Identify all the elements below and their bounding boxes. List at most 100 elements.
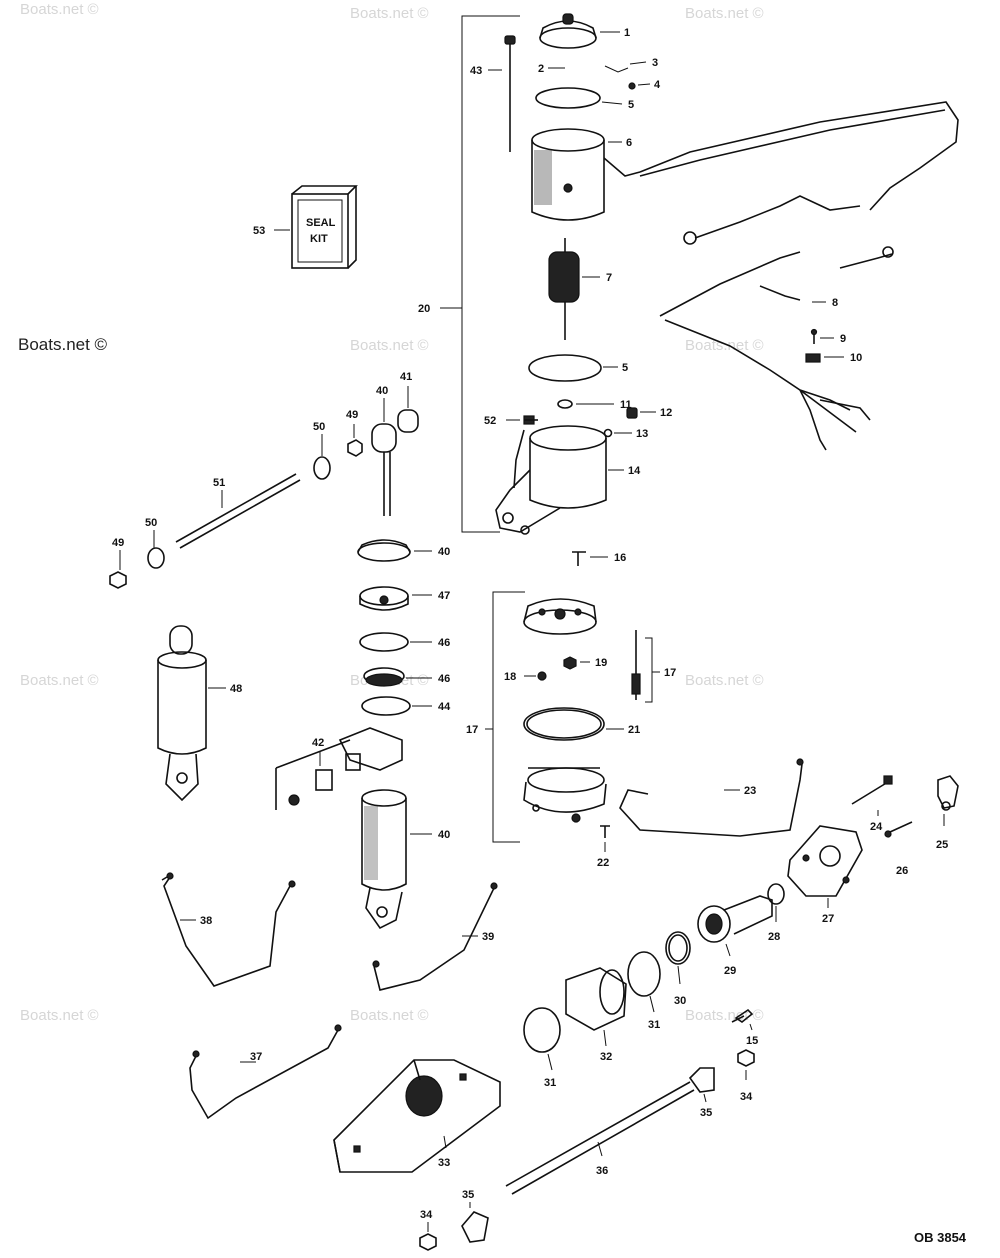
callout-18: 18 — [504, 671, 516, 683]
part-42-bracket: 42 — [275, 727, 403, 810]
callout-5b: 5 — [622, 362, 628, 374]
part-1-end-cap: 1 — [539, 13, 630, 49]
tubes-37-38-39: 38 39 37 — [161, 872, 498, 1120]
watermark: Boats.net © — [20, 1, 99, 18]
callout-40b: 40 — [438, 546, 450, 558]
callout-12: 12 — [660, 407, 672, 419]
callout-52: 52 — [484, 415, 496, 427]
watermark: Boats.net © — [685, 337, 764, 354]
callout-29: 29 — [724, 965, 736, 977]
watermark: Boats.net © — [685, 672, 764, 689]
seal-kit-line1: SEAL — [306, 217, 336, 229]
callout-49b: 49 — [112, 537, 124, 549]
callout-35b: 35 — [462, 1189, 474, 1201]
bracket-20: 20 — [418, 15, 520, 533]
callout-10: 10 — [850, 352, 862, 364]
parts-40-47-46-44-stack: 40 47 46 46 44 — [357, 539, 451, 716]
callout-46b: 46 — [438, 673, 450, 685]
callout-28: 28 — [768, 931, 780, 943]
bracket-17: 17 — [466, 591, 525, 843]
callout-3: 3 — [652, 57, 658, 69]
callout-14: 14 — [628, 465, 641, 477]
callout-2: 2 — [538, 63, 544, 75]
parts-11-13: 11 12 13 — [557, 399, 672, 440]
parts-15-34-35-right: 15 34 35 — [688, 1008, 758, 1119]
callout-40c: 40 — [438, 829, 450, 841]
parts-30-32-seals: 30 31 32 31 — [523, 931, 691, 1089]
part-43-through-bolt: 43 — [470, 35, 516, 152]
drawing-code: OB 3854 — [914, 1230, 967, 1245]
callout-35a: 35 — [700, 1107, 712, 1119]
part-48-cylinder: 48 — [157, 625, 242, 802]
part-33-housing: 33 — [333, 1059, 501, 1173]
callout-31b: 31 — [544, 1077, 556, 1089]
callout-51: 51 — [213, 477, 225, 489]
callout-9: 9 — [840, 333, 846, 345]
part-29-piston: 29 — [697, 895, 773, 977]
callout-7: 7 — [606, 272, 612, 284]
watermark: Boats.net © — [685, 5, 764, 22]
callout-46a: 46 — [438, 637, 450, 649]
watermark: Boats.net © — [20, 1007, 99, 1024]
callout-4: 4 — [654, 79, 661, 91]
callout-26: 26 — [896, 865, 908, 877]
callout-50b: 50 — [145, 517, 157, 529]
callout-40a: 40 — [376, 385, 388, 397]
part-7-armature: 7 — [548, 238, 612, 340]
callout-33: 33 — [438, 1157, 450, 1169]
callout-6: 6 — [626, 137, 632, 149]
callout-27: 27 — [822, 913, 834, 925]
callout-43: 43 — [470, 65, 482, 77]
callout-8: 8 — [832, 297, 838, 309]
watermark-layer: Boats.net © Boats.net © Boats.net © Boat… — [18, 1, 764, 1024]
callout-34b: 34 — [420, 1209, 433, 1221]
callout-31a: 31 — [648, 1019, 660, 1031]
parts-9-10: 9 10 — [805, 328, 862, 364]
callout-30: 30 — [674, 995, 686, 1007]
callout-25: 25 — [936, 839, 948, 851]
wiring-harness: 8 — [639, 101, 959, 451]
part-16: 16 — [572, 551, 626, 566]
callout-15: 15 — [746, 1035, 758, 1047]
callout-36: 36 — [596, 1165, 608, 1177]
callout-49a: 49 — [346, 409, 358, 421]
callout-11: 11 — [620, 399, 632, 411]
watermark: Boats.net © — [20, 672, 99, 689]
parts-49-50-lower: 50 49 — [109, 517, 165, 589]
part-6-motor-housing: 6 — [531, 128, 641, 221]
callout-50a: 50 — [313, 421, 325, 433]
watermark-main: Boats.net © — [18, 335, 108, 354]
parts-2-5: 2 3 4 5 — [535, 57, 661, 111]
part-53-seal-kit: SEAL KIT 53 — [253, 185, 358, 269]
callout-16: 16 — [614, 552, 626, 564]
parts-24-27-manifold: 24 25 26 27 — [787, 775, 959, 925]
callout-17: 17 — [466, 724, 478, 736]
callout-32: 32 — [600, 1051, 612, 1063]
watermark: Boats.net © — [685, 1007, 764, 1024]
callout-34a: 34 — [740, 1091, 753, 1103]
seal-kit-line2: KIT — [310, 233, 328, 245]
watermark: Boats.net © — [350, 337, 429, 354]
parts-49-50-upper: 49 50 — [313, 409, 363, 480]
parts-34-35-lower: 35 34 — [419, 1189, 489, 1251]
part-14-end-frame: 52 14 — [484, 415, 641, 535]
callout-24: 24 — [870, 821, 883, 833]
callout-53: 53 — [253, 225, 265, 237]
callout-48: 48 — [230, 683, 242, 695]
part-23-tube: 23 — [619, 758, 804, 837]
callout-1: 1 — [624, 27, 630, 39]
callout-39: 39 — [482, 931, 494, 943]
callout-5: 5 — [628, 99, 634, 111]
callout-23: 23 — [744, 785, 756, 797]
callout-37: 37 — [250, 1051, 262, 1063]
watermark: Boats.net © — [350, 5, 429, 22]
part-36-long-shaft: 36 — [505, 1081, 695, 1195]
callout-19: 19 — [595, 657, 607, 669]
callout-20: 20 — [418, 303, 430, 315]
callout-47: 47 — [438, 590, 450, 602]
part-40-41-pivot: 40 41 — [371, 371, 419, 516]
callout-41: 41 — [400, 371, 412, 383]
part-51-shaft: 51 — [175, 473, 301, 549]
part-28-ring: 28 — [767, 883, 785, 943]
